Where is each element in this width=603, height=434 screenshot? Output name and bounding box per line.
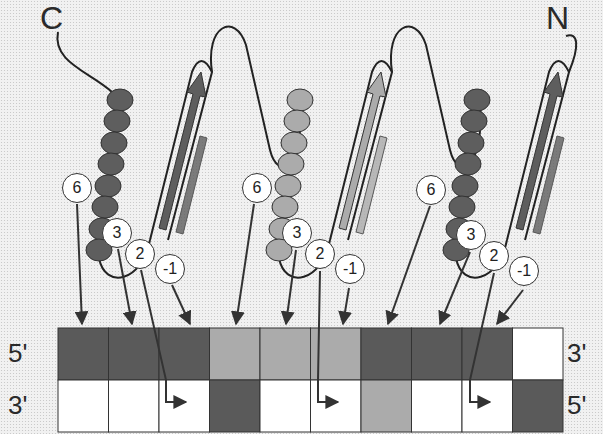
residue-position-circle: 6	[242, 173, 272, 203]
position-number: 3	[293, 225, 302, 241]
terminus-label: C	[40, 2, 63, 34]
residue-position-circle: 2	[125, 239, 155, 269]
residue-position-circle: -1	[509, 256, 539, 286]
position-number: 2	[136, 246, 145, 262]
strand-end-label: 5'	[567, 392, 586, 418]
position-number: -1	[163, 261, 177, 277]
strand-end-label: 3'	[8, 392, 27, 418]
terminus-label: N	[546, 2, 569, 34]
residue-position-circle: 6	[416, 175, 446, 205]
position-number: 2	[490, 248, 499, 264]
residue-position-circle: 2	[305, 239, 335, 269]
position-number: -1	[517, 263, 531, 279]
residue-position-circle: -1	[335, 254, 365, 284]
residue-position-circle: 6	[62, 173, 92, 203]
residue-position-circle: -1	[155, 254, 185, 284]
position-number: 3	[467, 227, 476, 243]
position-number: 3	[113, 225, 122, 241]
position-number: -1	[343, 261, 357, 277]
position-number: 6	[427, 182, 436, 198]
strand-end-label: 5'	[8, 340, 27, 366]
position-number: 2	[316, 246, 325, 262]
position-number: 6	[73, 180, 82, 196]
strand-end-label: 3'	[567, 340, 586, 366]
position-number: 6	[253, 180, 262, 196]
residue-position-circle: 2	[479, 241, 509, 271]
